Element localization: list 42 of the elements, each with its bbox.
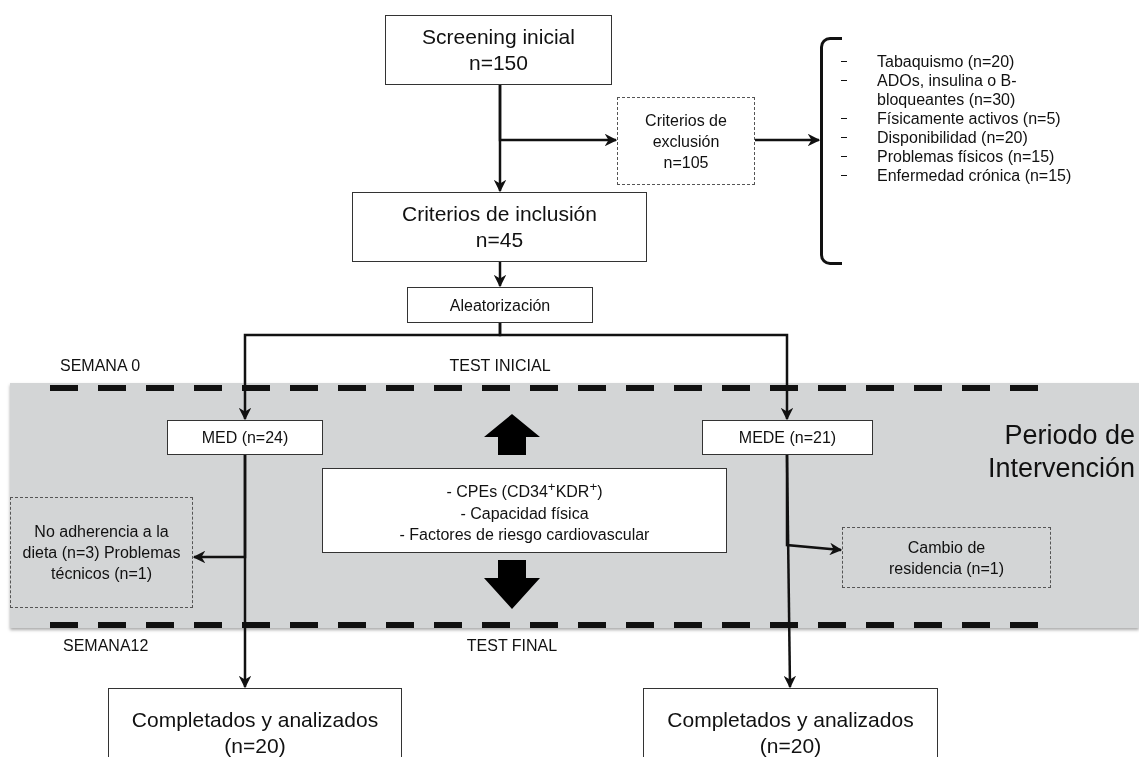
box-text: - Capacidad física — [459, 503, 590, 524]
process-box — [352, 192, 647, 262]
arrow — [493, 262, 507, 288]
box-text: - CPEs (CD34$^{+}$KDR$^{+}$) — [445, 478, 604, 503]
note-box — [842, 527, 1051, 588]
box-text: MEDE (n=21) — [737, 428, 838, 448]
list-item: Físicamente activos (n=5) — [837, 109, 1097, 128]
arrow — [498, 323, 794, 421]
note-box — [10, 497, 193, 608]
box-text: Criterios de exclusión n=105 — [644, 110, 728, 173]
box-text: Completados y analizados (n=20) — [666, 707, 915, 757]
process-box — [407, 287, 593, 323]
period-label: TEST INICIAL — [448, 357, 552, 375]
box-text: MED (n=24) — [200, 428, 290, 448]
list-item: ADOs, insulina o B-bloqueantes (n=30) — [837, 71, 1097, 109]
process-box — [322, 468, 727, 553]
note-box — [617, 97, 755, 185]
process-box — [643, 688, 938, 757]
period-title: Periodo de Intervención — [986, 419, 1135, 485]
period-label: SEMANA12 — [63, 637, 149, 655]
arrow — [783, 455, 797, 689]
list-item: Tabaquismo (n=20) — [837, 52, 1097, 71]
period-label: SEMANA 0 — [60, 357, 141, 375]
box-text: Screening inicial n=150 — [421, 24, 576, 76]
process-box — [702, 420, 873, 455]
box-text: - Factores de riesgo cardiovascular — [398, 524, 651, 545]
period-label: TEST FINAL — [465, 637, 559, 655]
period-band — [10, 383, 1139, 628]
process-box — [167, 420, 323, 455]
box-text: Completados y analizados (n=20) — [130, 707, 380, 757]
box-text: Criterios de inclusión n=45 — [401, 201, 598, 253]
process-box — [385, 15, 612, 85]
list-item: Enfermedad crónica (n=15) — [837, 166, 1097, 185]
arrow — [238, 455, 252, 689]
box-text: Aleatorización — [448, 295, 552, 316]
list-item: Disponibilidad (n=20) — [837, 128, 1097, 147]
process-box — [108, 688, 402, 757]
arrow — [498, 85, 618, 147]
box-text: Cambio de residencia (n=1) — [887, 537, 1006, 579]
list-item: Problemas físicos (n=15) — [837, 147, 1097, 166]
arrow — [755, 133, 821, 147]
box-text: No adherencia a la dieta (n=3) Problemas técnicos (n=1) — [21, 522, 182, 584]
